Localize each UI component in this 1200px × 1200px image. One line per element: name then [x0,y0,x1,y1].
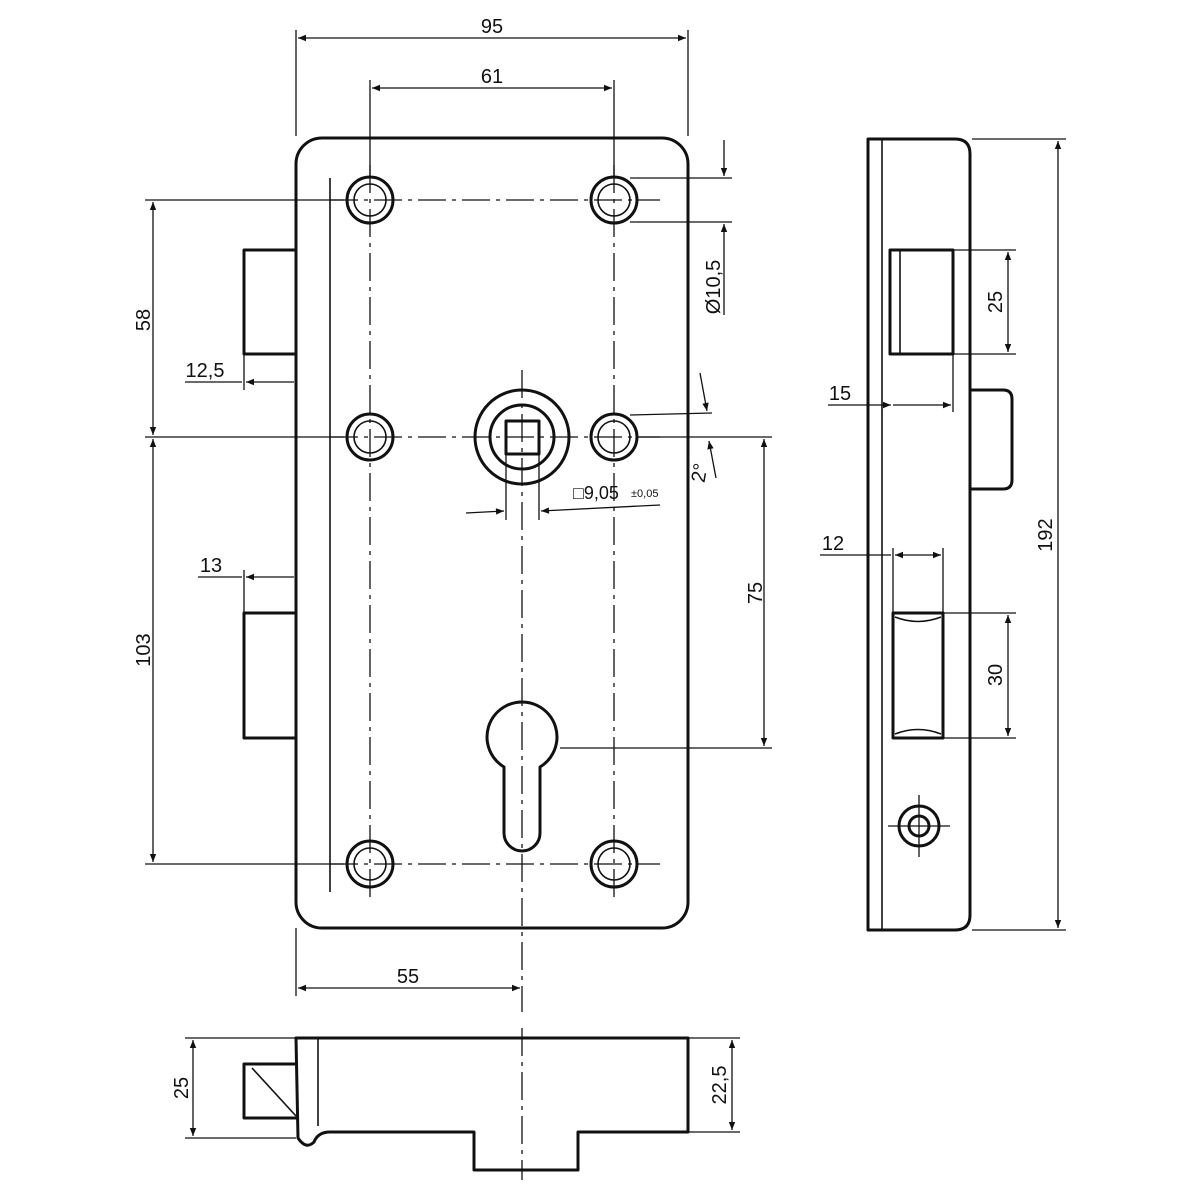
dim-hole-spacing-61: 61 [481,66,503,88]
latch-bolt [242,248,298,356]
mounting-hole [589,839,639,889]
dead-bolt [242,611,298,740]
follower-spindle [473,388,571,486]
dim-backset-55: 55 [397,966,419,988]
mounting-hole [345,412,395,462]
dim-height-192: 192 [1035,518,1057,551]
follower-hub [968,388,1014,491]
bottom-view: 25 22,5 [171,1028,740,1180]
mounting-hole [345,839,395,889]
mounting-hole [345,175,395,225]
dim-distance-75: 75 [745,582,767,604]
dim-bolt-projection-12: 12 [822,533,844,555]
dim-bottom-25: 25 [171,1077,193,1099]
bottom-case-outline [294,1036,690,1172]
dim-upper-58: 58 [133,309,155,331]
dim-width-95: 95 [481,16,503,38]
forend-outline [866,137,972,932]
cylinder-keyhole [485,700,559,853]
dim-spindle-square: □9,05 [573,483,619,503]
dim-latch-projection-15: 15 [829,383,851,405]
side-view [866,137,1014,932]
dim-bottom-22-5: 22,5 [709,1066,731,1105]
dim-latch-25: 25 [985,291,1007,313]
dim-bolt-30: 30 [985,664,1007,686]
bottom-latch [242,1062,298,1120]
front-dimensions: 95 61 Ø10,5 58 12,5 103 13 [133,16,772,996]
dim-spindle-tolerance: ±0,05 [631,488,658,500]
dim-lower-103: 103 [133,633,155,666]
lock-case-outline [294,136,690,930]
dim-angle-2deg: 2° [688,462,713,485]
dim-hole-diameter: Ø10,5 [703,260,725,314]
forend-screw [888,795,950,857]
front-view [242,136,690,1012]
mounting-hole [589,175,639,225]
dim-offset-13: 13 [200,555,222,577]
side-dimensions: 25 15 12 30 192 [820,138,1066,931]
latch-opening [888,248,955,356]
dim-offset-12-5: 12,5 [186,360,225,382]
bolt-opening [891,611,945,740]
